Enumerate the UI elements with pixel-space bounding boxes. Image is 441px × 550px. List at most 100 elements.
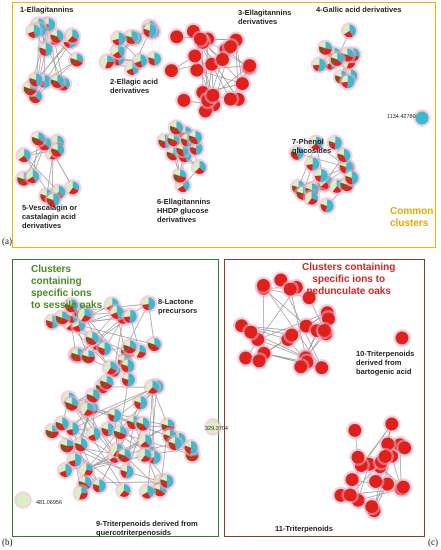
node-segment bbox=[105, 61, 114, 69]
node-segment bbox=[158, 139, 165, 144]
node-segment bbox=[71, 299, 79, 312]
node-label: 1134.42780 bbox=[387, 114, 416, 120]
node-segment bbox=[341, 81, 348, 89]
node-segment bbox=[193, 32, 207, 46]
network-node bbox=[281, 280, 299, 298]
node-segment bbox=[160, 481, 168, 488]
node-segment bbox=[118, 32, 126, 46]
node-segment bbox=[398, 441, 412, 455]
node-segment bbox=[181, 140, 188, 147]
network-node bbox=[15, 146, 33, 165]
network-node bbox=[132, 394, 150, 412]
node-segment bbox=[137, 424, 148, 431]
network-node bbox=[115, 446, 134, 465]
node-segment bbox=[345, 473, 359, 487]
node-segment bbox=[76, 53, 84, 63]
node-segment bbox=[160, 479, 167, 483]
node-segment bbox=[134, 400, 141, 404]
network-node bbox=[250, 352, 268, 370]
node-segment bbox=[123, 316, 131, 323]
node-segment bbox=[291, 153, 299, 160]
pedunculate-clusters-label: Clusters containing specific ions to ped… bbox=[302, 262, 396, 297]
node-segment bbox=[306, 164, 313, 171]
node-segment bbox=[38, 132, 45, 143]
network-node bbox=[64, 179, 82, 197]
network-node bbox=[213, 50, 232, 69]
node-segment bbox=[141, 491, 151, 499]
network-node bbox=[413, 109, 431, 127]
node-segment bbox=[139, 396, 148, 410]
node-segment bbox=[136, 351, 146, 358]
node-segment bbox=[51, 36, 61, 43]
network-node bbox=[366, 472, 385, 491]
node-segment bbox=[27, 88, 37, 96]
node-segment bbox=[317, 58, 326, 72]
node-segment bbox=[65, 402, 72, 410]
node-segment bbox=[176, 121, 183, 133]
node-segment bbox=[147, 485, 155, 498]
network-node bbox=[98, 53, 116, 71]
node-segment bbox=[143, 28, 150, 32]
node-segment bbox=[351, 171, 359, 185]
node-segment bbox=[190, 441, 198, 455]
node-segment bbox=[311, 191, 319, 201]
node-segment bbox=[318, 46, 326, 55]
node-segment bbox=[189, 137, 199, 144]
node-segment bbox=[57, 74, 64, 87]
node-segment bbox=[129, 309, 137, 323]
node-segment bbox=[349, 24, 357, 37]
node-segment bbox=[126, 37, 136, 44]
node-segment bbox=[83, 409, 94, 416]
panel-c-frame bbox=[224, 259, 425, 537]
network-node bbox=[101, 359, 120, 377]
node-segment bbox=[98, 348, 105, 356]
network-node bbox=[72, 436, 90, 454]
node-segment bbox=[79, 492, 88, 500]
node-segment bbox=[35, 73, 43, 87]
node-segment bbox=[161, 423, 169, 432]
node-segment bbox=[108, 413, 115, 416]
node-segment bbox=[188, 49, 202, 63]
node-segment bbox=[339, 165, 347, 168]
node-segment bbox=[338, 155, 347, 163]
node-segment bbox=[121, 366, 129, 373]
node-segment bbox=[369, 475, 383, 489]
network-node bbox=[254, 276, 273, 295]
node-segment bbox=[325, 199, 334, 213]
panel-a-frame bbox=[12, 2, 436, 248]
node-segment bbox=[120, 455, 130, 463]
network-node bbox=[204, 418, 222, 436]
network-node bbox=[175, 91, 193, 110]
node-segment bbox=[112, 409, 122, 423]
network-node bbox=[66, 451, 84, 469]
node-segment bbox=[121, 379, 129, 387]
node-segment bbox=[173, 174, 180, 182]
node-segment bbox=[120, 471, 127, 479]
node-segment bbox=[17, 177, 24, 186]
node-segment bbox=[252, 354, 266, 368]
cluster-2-label: 2-Ellagic acid derivatives bbox=[110, 77, 158, 95]
node-segment bbox=[244, 325, 258, 339]
node-segment bbox=[142, 303, 149, 311]
node-segment bbox=[57, 143, 65, 156]
panel-b-frame bbox=[12, 259, 219, 537]
network-node bbox=[316, 39, 335, 57]
node-segment bbox=[347, 48, 354, 58]
cluster-6-label: 6-Ellagitannins HHDP glucose derivatives bbox=[157, 197, 211, 224]
node-segment bbox=[45, 429, 53, 438]
node-segment bbox=[328, 140, 336, 144]
network-node bbox=[85, 425, 103, 443]
node-segment bbox=[199, 160, 207, 172]
network-node bbox=[190, 158, 209, 177]
network-node bbox=[121, 338, 139, 356]
node-segment bbox=[294, 360, 308, 374]
network-node bbox=[141, 21, 159, 40]
node-segment bbox=[109, 456, 119, 463]
panel-c-letter: (c) bbox=[428, 537, 438, 547]
node-segment bbox=[345, 175, 352, 180]
network-node bbox=[118, 463, 136, 481]
network-node bbox=[326, 134, 345, 152]
node-segment bbox=[152, 380, 160, 392]
network-node bbox=[343, 169, 361, 187]
node-segment bbox=[344, 30, 353, 38]
